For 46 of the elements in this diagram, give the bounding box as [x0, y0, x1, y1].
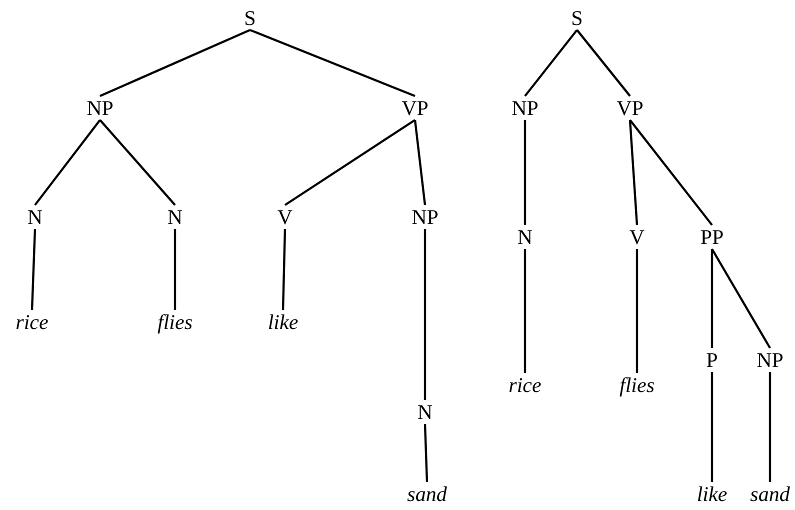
category-label: S	[244, 6, 256, 30]
category-label: NP	[756, 348, 784, 372]
word-label: flies	[620, 373, 654, 397]
tree-branch	[524, 120, 526, 225]
category-label: VP	[616, 96, 644, 120]
tree-branch	[711, 248, 771, 349]
tree-branch	[424, 424, 428, 482]
tree-branch	[174, 229, 176, 310]
tree-branch	[424, 229, 426, 400]
word-label: like	[696, 482, 728, 506]
tree-branch	[99, 119, 176, 206]
tree-branch	[629, 119, 713, 226]
tree-branch	[284, 119, 416, 206]
word-label: rice	[16, 310, 48, 334]
word-label: sand	[750, 482, 790, 506]
category-label: VP	[402, 96, 428, 120]
tree-branch	[768, 372, 772, 482]
word-label: sand	[407, 482, 447, 506]
tree-branch	[250, 28, 416, 98]
category-label: PP	[700, 225, 724, 249]
tree-branch	[524, 29, 578, 97]
category-label: S	[571, 6, 583, 30]
category-label: NP	[412, 205, 438, 229]
category-label: N	[517, 225, 533, 249]
tree-branch	[576, 29, 631, 97]
category-label: N	[167, 205, 183, 229]
category-label: P	[706, 348, 718, 372]
tree-branch	[524, 249, 526, 373]
tree-branch	[282, 228, 286, 310]
tree-branch	[628, 120, 638, 226]
category-label: V	[629, 225, 645, 249]
category-label: N	[27, 205, 43, 229]
tree-branch	[30, 228, 36, 310]
tree-branch	[710, 249, 714, 348]
category-label: NP	[512, 96, 538, 120]
word-label: like	[268, 310, 298, 334]
tree-branch	[710, 372, 714, 482]
tree-branch	[100, 29, 250, 97]
tree-branch	[636, 249, 638, 373]
category-label: V	[277, 205, 293, 229]
word-label: flies	[158, 310, 192, 334]
tree-branch	[34, 119, 101, 206]
category-label: NP	[86, 96, 114, 120]
word-label: rice	[508, 373, 542, 397]
category-label: N	[417, 400, 433, 424]
tree-branch	[414, 120, 426, 206]
